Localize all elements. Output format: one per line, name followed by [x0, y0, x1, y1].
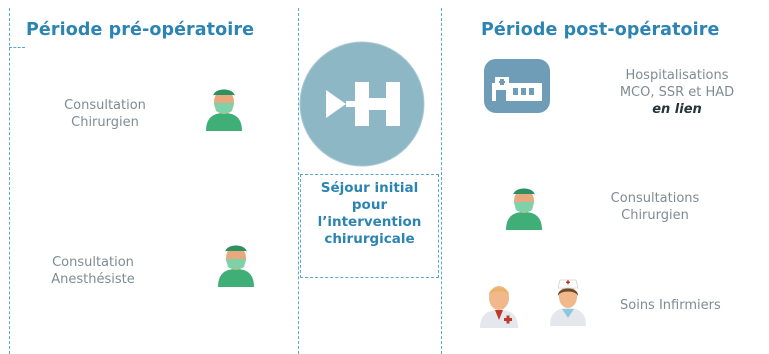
- nurse-icon: [550, 279, 586, 326]
- pre-op-consult-surgeon-label: Consultation Chirurgien: [64, 98, 146, 130]
- hospital-building-icon: [484, 59, 550, 113]
- post-op-title: Période post-opératoire: [481, 20, 720, 40]
- initial-stay-box: [300, 174, 439, 278]
- title-underline-left: [9, 47, 25, 48]
- divider-center-right: [441, 8, 442, 354]
- surgeon-icon: [206, 89, 242, 131]
- pre-op-consult-anesth-label: Consultation Anesthésiste: [51, 255, 135, 287]
- initial-stay-line-3: l’intervention: [317, 214, 422, 230]
- initial-stay-label: Séjour initial pour l’intervention chiru…: [300, 180, 439, 248]
- initial-stay-line-4: chirurgicale: [324, 231, 415, 247]
- pre-op-title: Période pré-opératoire: [26, 20, 255, 40]
- anesthetist-icon: [218, 245, 254, 287]
- doctor-icon: [480, 286, 518, 328]
- divider-left-edge: [9, 8, 10, 354]
- post-op-hosp-label: Hospitalisations MCO, SSR et HAD en lien: [619, 68, 735, 117]
- nursing-label: Soins Infirmiers: [620, 298, 721, 313]
- initial-stay-line-1: Séjour initial: [320, 180, 419, 196]
- post-op-consult-surgeon-label: Consultations Chirurgien: [610, 191, 700, 223]
- initial-stay-line-2: pour: [351, 197, 388, 213]
- divider-center-left: [298, 8, 299, 354]
- surgeon-icon-post-op: [506, 188, 542, 230]
- hospital-arrow-logo: [299, 41, 425, 167]
